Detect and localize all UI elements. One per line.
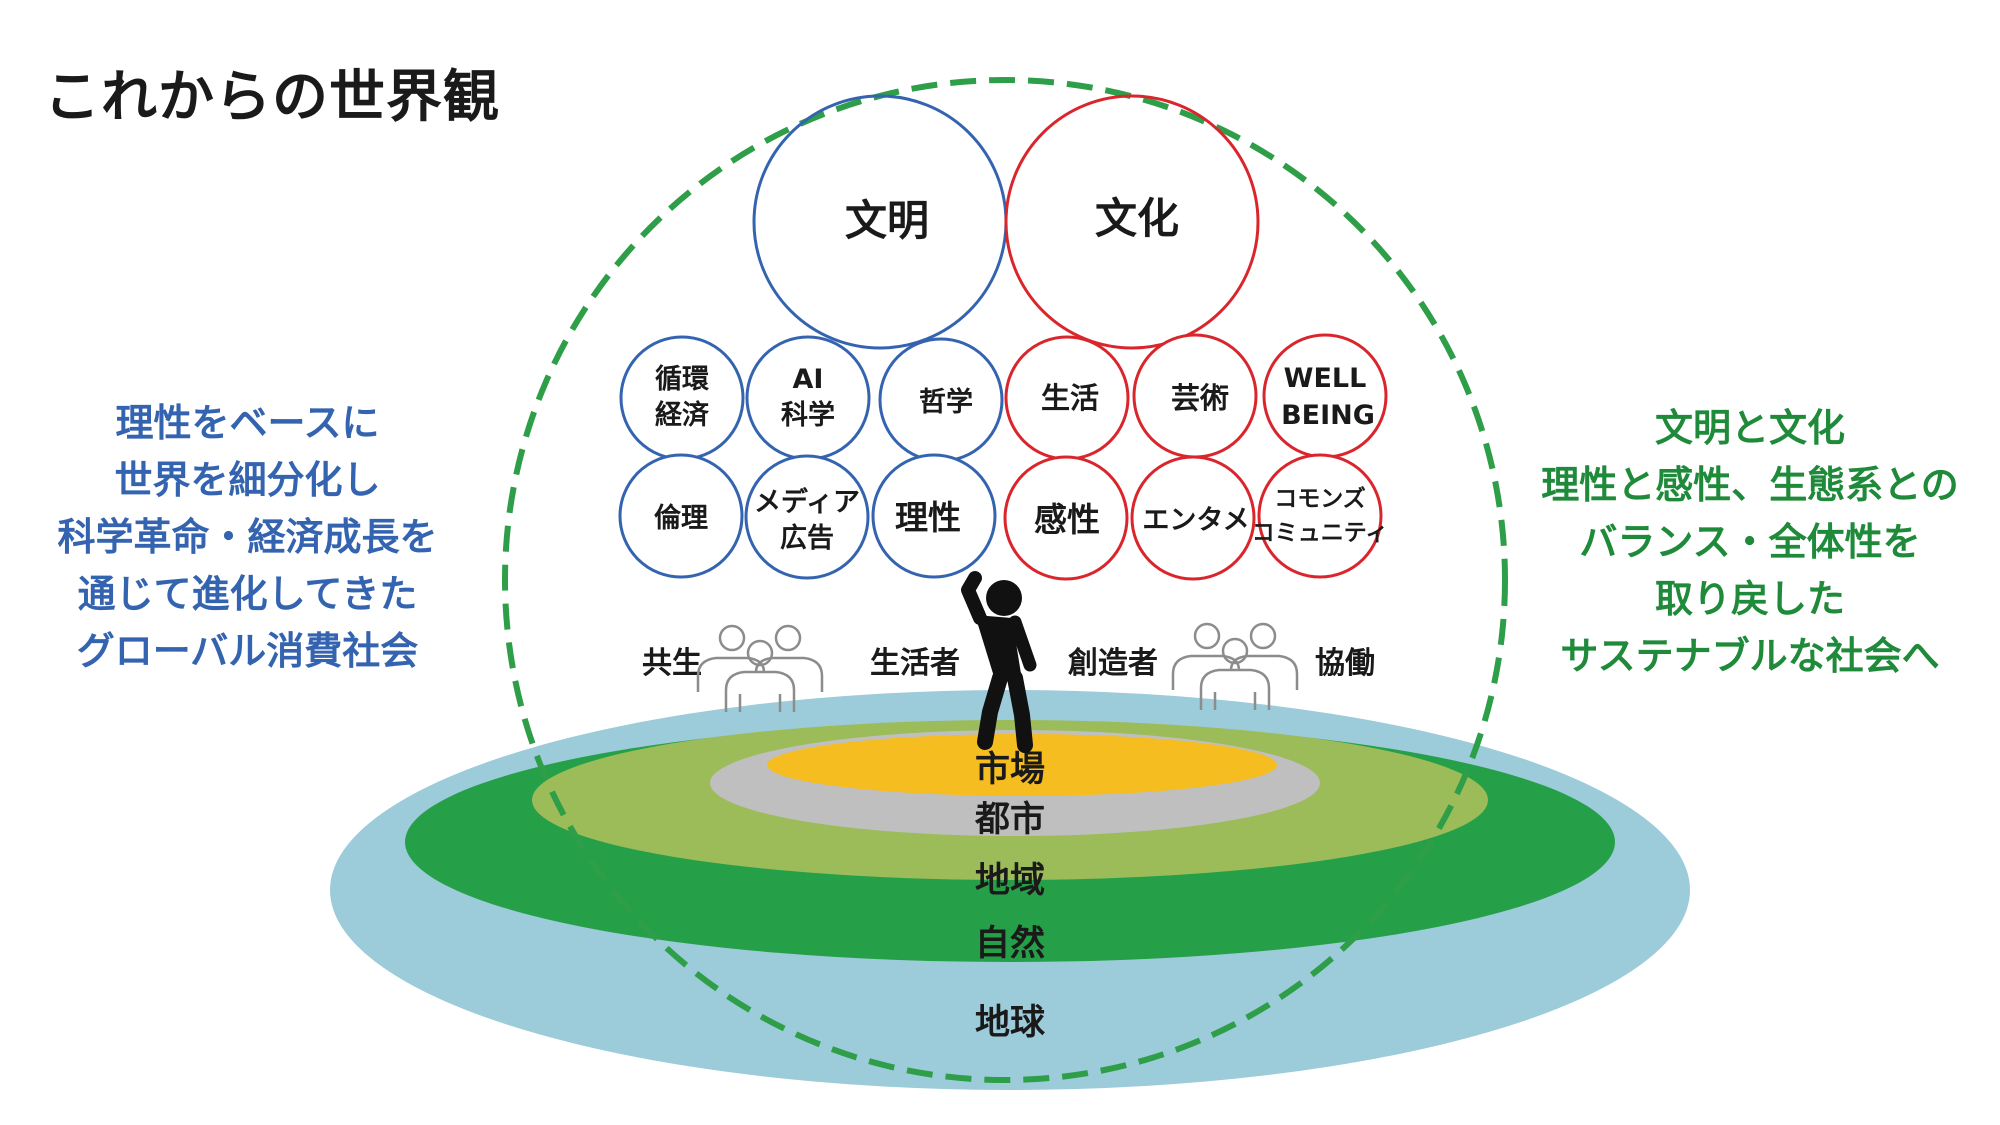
coexistence-label: 共生 bbox=[642, 646, 702, 681]
circle-label: メディア bbox=[754, 486, 860, 518]
dashed-sphere bbox=[502, 77, 1508, 1083]
red-circle-group bbox=[1003, 333, 1388, 581]
circle-label: コモンズ bbox=[1274, 485, 1366, 512]
right-text-line: 理性と感性、生態系との bbox=[1541, 463, 1959, 507]
collaboration-label: 協働 bbox=[1315, 646, 1375, 681]
circle-label: 芸術 bbox=[1171, 381, 1229, 415]
culture-label: 文化 bbox=[1095, 194, 1179, 243]
entertainment-circle bbox=[1130, 455, 1256, 581]
circle-label: 経済 bbox=[655, 399, 710, 431]
left-text-line: 通じて進化してきた bbox=[77, 572, 418, 616]
nature-label: 自然 bbox=[975, 923, 1045, 964]
right-description: 文明と文化 理性と感性、生態系との バランス・全体性を 取り戻した サステナブル… bbox=[1510, 400, 1990, 685]
page-title: これからの世界観 bbox=[44, 65, 500, 130]
region-label: 地域 bbox=[975, 861, 1045, 901]
circle-label: WELL bbox=[1284, 363, 1367, 394]
circle-label: コミュニティ bbox=[1252, 520, 1389, 546]
circle-label: 倫理 bbox=[654, 502, 708, 534]
circle-label: 広告 bbox=[780, 522, 834, 554]
commons-community-circle bbox=[1257, 453, 1383, 579]
people-group-icon bbox=[1171, 622, 1299, 710]
reason-circle bbox=[871, 453, 997, 579]
circle-label: 生活 bbox=[1041, 381, 1099, 415]
circle-label: AI bbox=[793, 364, 824, 395]
left-description: 理性をベースに 世界を細分化し 科学革命・経済成長を 通じて進化してきた グロー… bbox=[20, 395, 475, 680]
ai-science-circle bbox=[745, 335, 871, 461]
wellbeing-circle bbox=[1262, 333, 1388, 459]
people-group-icon bbox=[696, 624, 824, 712]
market-layer bbox=[767, 734, 1277, 796]
sensibility-circle bbox=[1003, 455, 1129, 581]
left-text-line: 科学革命・経済成長を bbox=[57, 515, 438, 559]
circle-label: BEING bbox=[1281, 400, 1375, 431]
city-label: 都市 bbox=[974, 800, 1045, 840]
ground-layers bbox=[330, 690, 1690, 1090]
left-text-line: グローバル消費社会 bbox=[76, 629, 419, 673]
circular-economy-circle bbox=[619, 335, 745, 461]
left-text-line: 世界を細分化し bbox=[114, 458, 381, 502]
consumer-label: 生活者 bbox=[870, 646, 960, 681]
creator-label: 創造者 bbox=[1068, 646, 1158, 681]
circle-label: 理性 bbox=[895, 498, 961, 537]
culture-circle bbox=[1004, 94, 1260, 350]
right-text-line: 取り戻した bbox=[1654, 577, 1845, 621]
circle-label: 科学 bbox=[781, 399, 835, 431]
circle-label: 哲学 bbox=[919, 386, 973, 418]
media-advertising-circle bbox=[744, 454, 870, 580]
right-text-line: バランス・全体性を bbox=[1579, 520, 1921, 564]
civilization-label: 文明 bbox=[845, 196, 929, 245]
blue-circle-group bbox=[618, 335, 1004, 580]
circle-label: 循環 bbox=[655, 364, 710, 395]
right-text-line: サステナブルな社会へ bbox=[1560, 634, 1940, 678]
circle-label: 感性 bbox=[1034, 500, 1100, 539]
earth-label: 地球 bbox=[975, 1003, 1046, 1043]
market-label: 市場 bbox=[975, 750, 1045, 790]
right-text-line: 文明と文化 bbox=[1654, 406, 1845, 450]
ethics-circle bbox=[618, 453, 744, 579]
circle-label: エンタメ bbox=[1142, 505, 1249, 536]
person-figure-icon bbox=[961, 571, 1037, 753]
left-text-line: 理性をベースに bbox=[115, 401, 380, 445]
